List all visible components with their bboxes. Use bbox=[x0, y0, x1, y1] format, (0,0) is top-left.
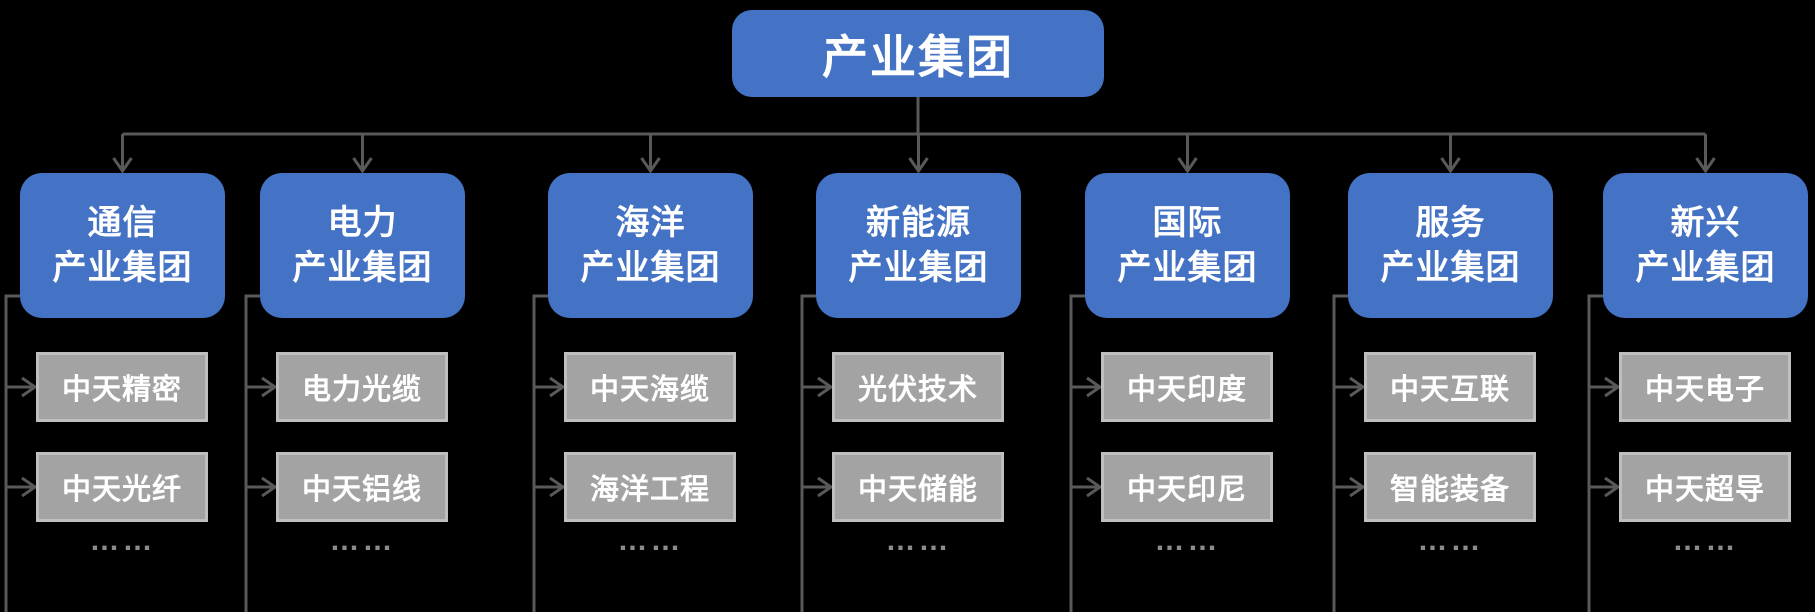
more-ellipsis: …… bbox=[1672, 524, 1739, 557]
subsidiary-label: 中天印尼 bbox=[1126, 474, 1247, 506]
subsidiary-node: 中天铝线 bbox=[276, 452, 448, 522]
group-name-line1: 海洋 bbox=[615, 203, 686, 242]
group-column: 通信 产业集团 中天精密 中天光纤 …… bbox=[20, 0, 225, 612]
group-node: 新能源 产业集团 bbox=[816, 173, 1021, 318]
group-name-line2: 产业集团 bbox=[52, 248, 193, 287]
group-name-line1: 新能源 bbox=[866, 203, 971, 242]
group-node: 通信 产业集团 bbox=[20, 173, 225, 318]
subsidiary-label: 智能装备 bbox=[1389, 474, 1510, 506]
group-name-line1: 新兴 bbox=[1670, 203, 1741, 242]
group-column: 国际 产业集团 中天印度 中天印尼 …… bbox=[1085, 0, 1290, 612]
more-ellipsis: …… bbox=[617, 524, 684, 557]
subsidiary-label: 中天电子 bbox=[1644, 374, 1765, 406]
more-ellipsis: …… bbox=[1417, 524, 1484, 557]
group-name-line1: 电力 bbox=[327, 203, 398, 242]
group-node: 服务 产业集团 bbox=[1348, 173, 1553, 318]
group-name-line2: 产业集团 bbox=[1380, 248, 1521, 287]
more-ellipsis: …… bbox=[1154, 524, 1221, 557]
group-name-line2: 产业集团 bbox=[580, 248, 721, 287]
group-name-line1: 服务 bbox=[1415, 203, 1486, 242]
subsidiary-node: 中天精密 bbox=[36, 352, 208, 422]
subsidiary-node: 海洋工程 bbox=[564, 452, 736, 522]
subsidiary-label: 光伏技术 bbox=[857, 374, 978, 406]
subsidiary-node: 中天互联 bbox=[1364, 352, 1536, 422]
group-name-line1: 通信 bbox=[87, 203, 158, 242]
group-node: 国际 产业集团 bbox=[1085, 173, 1290, 318]
subsidiary-label: 中天超导 bbox=[1644, 474, 1765, 506]
subsidiary-node: 中天印度 bbox=[1101, 352, 1273, 422]
subsidiary-label: 中天精密 bbox=[61, 374, 182, 406]
group-column: 服务 产业集团 中天互联 智能装备 …… bbox=[1348, 0, 1553, 612]
subsidiary-node: 中天储能 bbox=[832, 452, 1004, 522]
subsidiary-node: 中天海缆 bbox=[564, 352, 736, 422]
subsidiary-node: 中天光纤 bbox=[36, 452, 208, 522]
root-node-label: 产业集团 bbox=[822, 30, 1014, 83]
subsidiary-node: 光伏技术 bbox=[832, 352, 1004, 422]
subsidiary-node: 电力光缆 bbox=[276, 352, 448, 422]
more-ellipsis: …… bbox=[89, 524, 156, 557]
subsidiary-label: 中天互联 bbox=[1389, 374, 1510, 406]
subsidiary-label: 中天海缆 bbox=[589, 374, 710, 406]
group-node: 电力 产业集团 bbox=[260, 173, 465, 318]
subsidiary-label: 中天铝线 bbox=[301, 474, 422, 506]
subsidiary-label: 电力光缆 bbox=[301, 374, 422, 406]
subsidiary-node: 中天电子 bbox=[1619, 352, 1791, 422]
group-name-line2: 产业集团 bbox=[292, 248, 433, 287]
more-ellipsis: …… bbox=[885, 524, 952, 557]
group-node: 新兴 产业集团 bbox=[1603, 173, 1808, 318]
group-name-line1: 国际 bbox=[1152, 203, 1223, 242]
more-ellipsis: …… bbox=[329, 524, 396, 557]
group-column: 新能源 产业集团 光伏技术 中天储能 …… bbox=[816, 0, 1021, 612]
subsidiary-label: 中天储能 bbox=[857, 474, 978, 506]
group-name-line2: 产业集团 bbox=[1117, 248, 1258, 287]
subsidiary-label: 中天印度 bbox=[1126, 374, 1247, 406]
group-column: 海洋 产业集团 中天海缆 海洋工程 …… bbox=[548, 0, 753, 612]
group-name-line2: 产业集团 bbox=[848, 248, 989, 287]
subsidiary-node: 中天印尼 bbox=[1101, 452, 1273, 522]
group-column: 新兴 产业集团 中天电子 中天超导 …… bbox=[1603, 0, 1808, 612]
group-node: 海洋 产业集团 bbox=[548, 173, 753, 318]
subsidiary-label: 海洋工程 bbox=[589, 474, 710, 506]
subsidiary-node: 智能装备 bbox=[1364, 452, 1536, 522]
group-column: 电力 产业集团 电力光缆 中天铝线 …… bbox=[260, 0, 465, 612]
subsidiary-node: 中天超导 bbox=[1619, 452, 1791, 522]
group-name-line2: 产业集团 bbox=[1635, 248, 1776, 287]
subsidiary-label: 中天光纤 bbox=[61, 474, 182, 506]
root-node: 产业集团 bbox=[732, 10, 1104, 97]
